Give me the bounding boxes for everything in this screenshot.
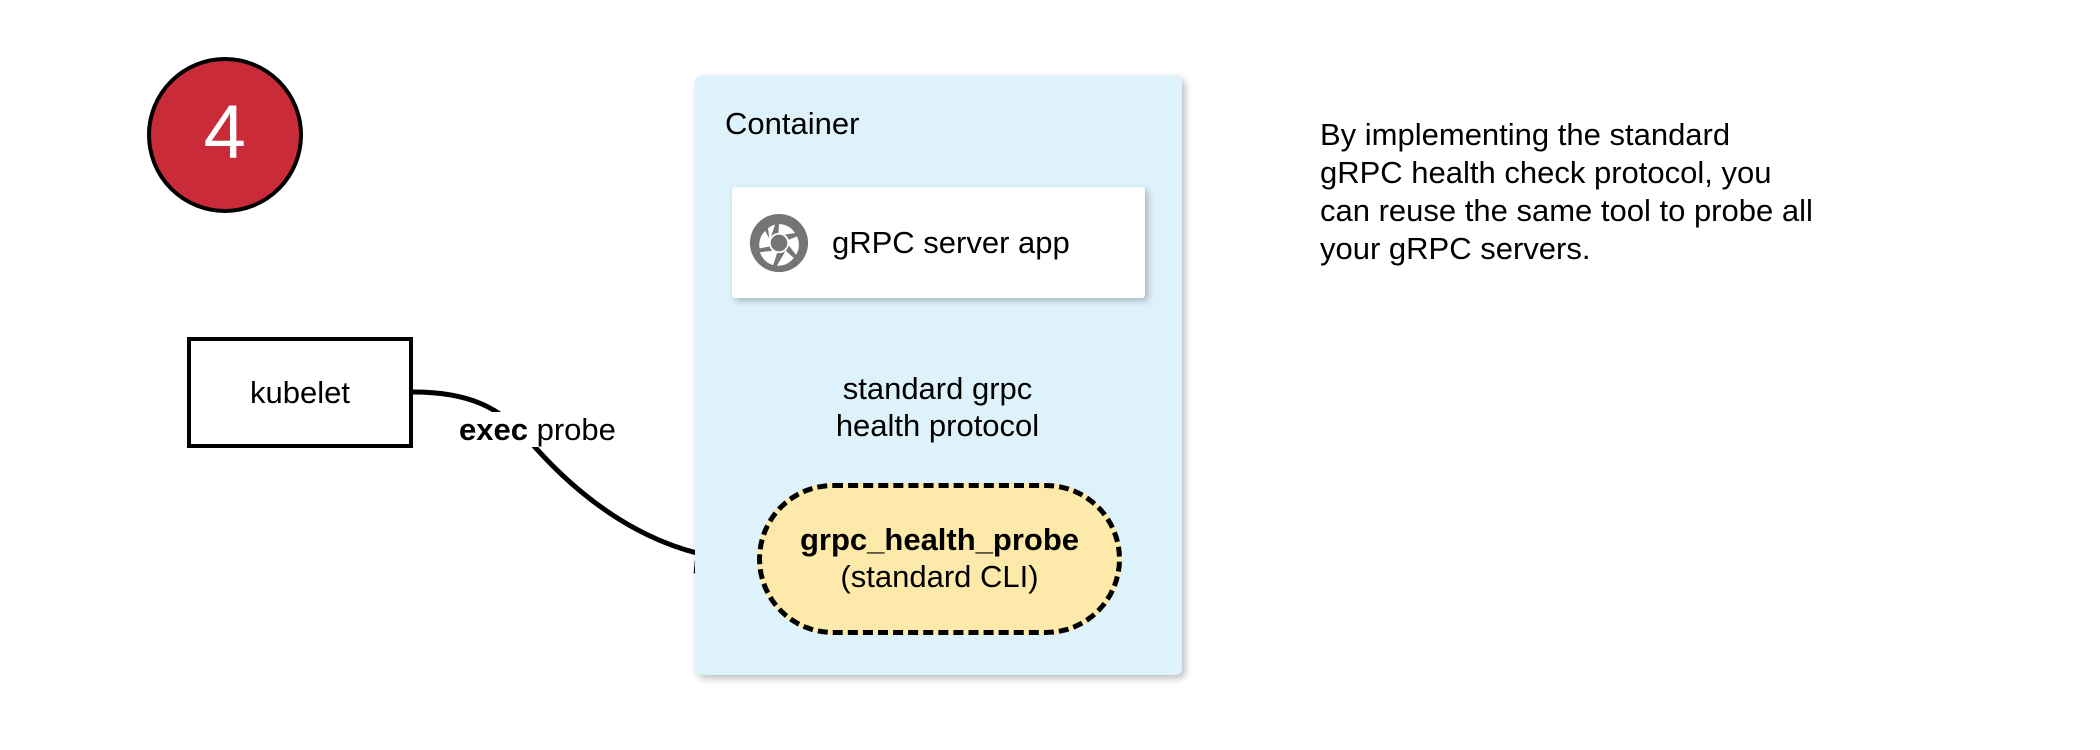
health-protocol-line-2: health protocol — [835, 408, 1040, 443]
grpc-server-app-card: gRPC server app — [732, 187, 1145, 298]
kubelet-node: kubelet — [187, 337, 413, 448]
edge-exec-probe — [412, 389, 740, 574]
grpc-health-probe-subtitle: (standard CLI) — [840, 559, 1039, 594]
exec-probe-edge-label: exec probe — [455, 412, 620, 447]
kubelet-label: kubelet — [250, 375, 350, 410]
grpc-server-app-label: gRPC server app — [832, 225, 1070, 260]
caption-line-4: your gRPC servers. — [1320, 231, 1591, 266]
grpc-health-probe-title: grpc_health_probe — [799, 522, 1080, 558]
exec-probe-keyword: exec — [459, 412, 528, 447]
container-title: Container — [725, 106, 860, 141]
caption-line-1: By implementing the standard — [1320, 117, 1731, 152]
health-protocol-line-1: standard grpc — [842, 371, 1033, 406]
health-protocol-edge-label: standard grpc health protocol — [765, 370, 1110, 444]
step-badge: 4 — [147, 57, 303, 213]
caption-text: By implementing the standard gRPC health… — [1320, 116, 1920, 268]
caption-line-2: gRPC health check protocol, you — [1320, 155, 1772, 190]
aperture-icon — [749, 213, 809, 272]
step-badge-number: 4 — [203, 90, 247, 175]
exec-probe-suffix: probe — [527, 412, 616, 447]
grpc-health-probe-node: grpc_health_probe (standard CLI) — [757, 483, 1122, 635]
caption-line-3: can reuse the same tool to probe all — [1320, 193, 1813, 228]
